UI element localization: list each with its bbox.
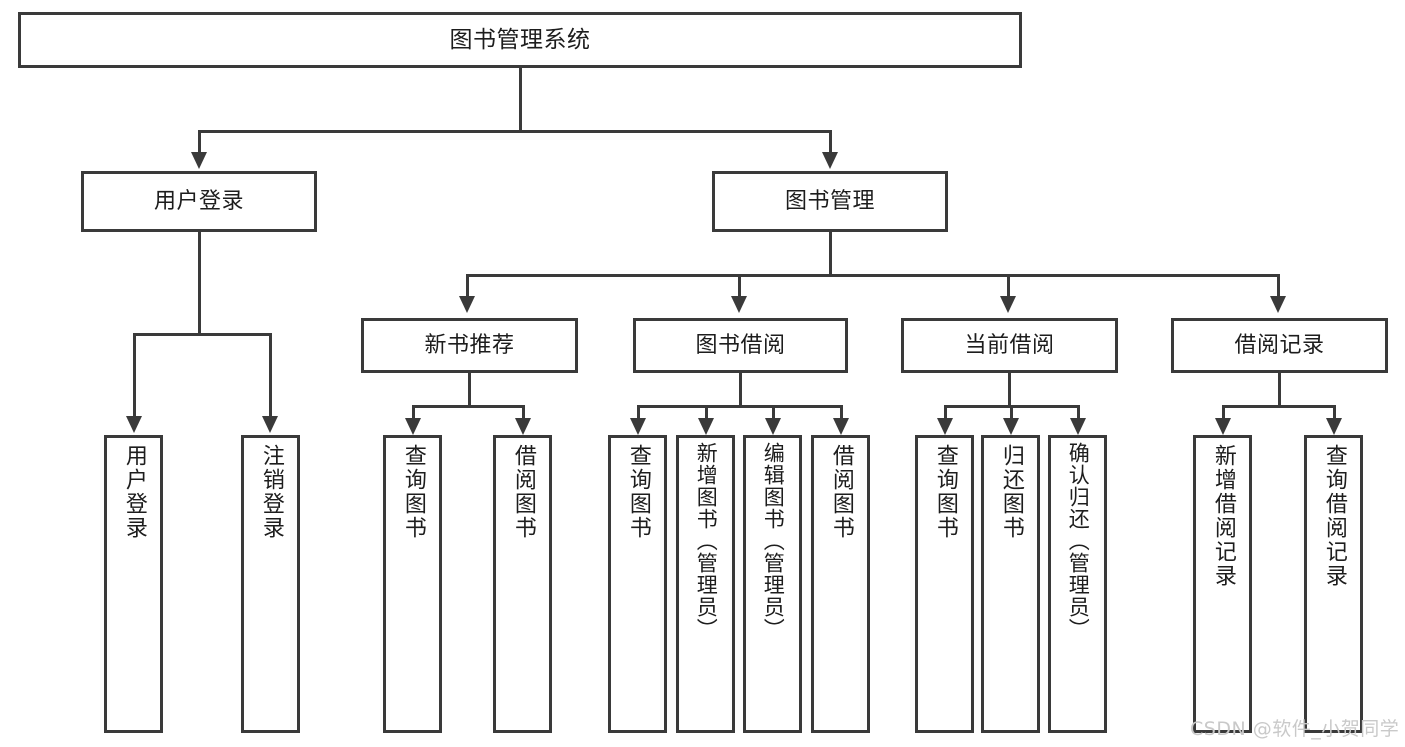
connector-user-login-bus <box>133 333 272 336</box>
arrowhead-leaf-confirm-return <box>1070 418 1086 435</box>
connector-user-login-leaf1 <box>133 333 136 416</box>
connector-borrow-record-bus <box>1222 405 1336 408</box>
leaf-confirm-return-admin[interactable]: 确认归还（管理员） <box>1048 435 1107 733</box>
leaf-return-book[interactable]: 归还图书 <box>981 435 1040 733</box>
connector-borrow-record-leaf1 <box>1222 405 1225 418</box>
connector-root-stem <box>519 68 522 130</box>
connector-current-borrow-stem <box>1008 373 1011 405</box>
leaf-borrow-book-recommend[interactable]: 借阅图书 <box>493 435 552 733</box>
connector-new-book-leaf1 <box>412 405 415 418</box>
arrowhead-leaf-add-record <box>1215 418 1231 435</box>
leaf-query-book-current[interactable]: 查询图书 <box>915 435 974 733</box>
node-label: 新增图书（管理员） <box>694 442 719 640</box>
arrowhead-book-manage <box>822 152 838 169</box>
node-label: 注销登录 <box>258 444 284 540</box>
arrowhead-current-borrow <box>1000 296 1016 313</box>
leaf-edit-book-admin[interactable]: 编辑图书（管理员） <box>743 435 802 733</box>
connector-new-book-bus <box>412 405 525 408</box>
connector-root-to-book-manage <box>829 130 832 152</box>
connector-current-borrow-leaf3 <box>1077 405 1080 418</box>
node-label: 图书管理 <box>784 188 875 214</box>
node-label: 确认归还（管理员） <box>1066 442 1091 640</box>
arrowhead-leaf-user-login <box>126 416 142 433</box>
arrowhead-leaf-add-book <box>698 418 714 435</box>
node-label: 图书借阅 <box>695 332 786 358</box>
connector-book-borrow-leaf3 <box>772 405 775 418</box>
arrowhead-new-book-recommend <box>459 296 475 313</box>
arrowhead-leaf-borrow-book-2 <box>833 418 849 435</box>
node-label: 借阅记录 <box>1234 332 1325 358</box>
connector-book-manage-bus <box>466 274 1280 277</box>
connector-user-login-leaf2 <box>269 333 272 416</box>
node-new-book-recommend[interactable]: 新书推荐 <box>361 318 578 373</box>
leaf-query-book-borrow[interactable]: 查询图书 <box>608 435 667 733</box>
node-borrow-record[interactable]: 借阅记录 <box>1171 318 1388 373</box>
leaf-add-borrow-record[interactable]: 新增借阅记录 <box>1193 435 1252 733</box>
node-user-login[interactable]: 用户登录 <box>81 171 317 232</box>
connector-to-book-borrow <box>738 274 741 296</box>
node-root-book-management-system[interactable]: 图书管理系统 <box>18 12 1022 68</box>
connector-to-current-borrow <box>1007 274 1010 296</box>
arrowhead-book-borrow <box>731 296 747 313</box>
node-label: 图书管理系统 <box>449 26 591 53</box>
arrowhead-borrow-record <box>1270 296 1286 313</box>
connector-book-borrow-leaf2 <box>705 405 708 418</box>
node-label: 用户登录 <box>121 444 147 540</box>
leaf-query-book-recommend[interactable]: 查询图书 <box>383 435 442 733</box>
arrowhead-leaf-query-book-1 <box>405 418 421 435</box>
node-label: 新增借阅记录 <box>1210 444 1236 588</box>
arrowhead-leaf-query-record <box>1326 418 1342 435</box>
node-label: 编辑图书（管理员） <box>761 442 786 640</box>
connector-new-book-leaf2 <box>522 405 525 418</box>
connector-new-book-stem <box>468 373 471 405</box>
arrowhead-leaf-query-book-3 <box>937 418 953 435</box>
connector-current-borrow-leaf2 <box>1010 405 1013 418</box>
node-current-borrow[interactable]: 当前借阅 <box>901 318 1118 373</box>
node-book-management[interactable]: 图书管理 <box>712 171 948 232</box>
connector-user-login-stem <box>198 232 201 333</box>
node-book-borrow[interactable]: 图书借阅 <box>633 318 848 373</box>
arrowhead-leaf-query-book-2 <box>630 418 646 435</box>
node-label: 查询借阅记录 <box>1321 444 1347 588</box>
watermark-text: CSDN @软件_小贺同学 <box>1190 718 1400 740</box>
arrowhead-leaf-edit-book <box>765 418 781 435</box>
arrowhead-leaf-logout <box>262 416 278 433</box>
connector-root-bus <box>198 130 832 133</box>
connector-book-borrow-stem <box>739 373 742 405</box>
node-label: 查询图书 <box>932 444 958 540</box>
arrowhead-leaf-return-book <box>1003 418 1019 435</box>
leaf-query-borrow-record[interactable]: 查询借阅记录 <box>1304 435 1363 733</box>
connector-book-borrow-leaf4 <box>840 405 843 418</box>
connector-borrow-record-leaf2 <box>1333 405 1336 418</box>
arrowhead-leaf-borrow-book-1 <box>515 418 531 435</box>
leaf-user-login[interactable]: 用户登录 <box>104 435 163 733</box>
arrowhead-user-login <box>191 152 207 169</box>
connector-current-borrow-leaf1 <box>944 405 947 418</box>
connector-borrow-record-stem <box>1278 373 1281 405</box>
connector-to-new-book <box>466 274 469 296</box>
leaf-logout[interactable]: 注销登录 <box>241 435 300 733</box>
connector-book-borrow-leaf1 <box>637 405 640 418</box>
connector-to-borrow-record <box>1277 274 1280 296</box>
node-label: 归还图书 <box>998 444 1024 540</box>
node-label: 新书推荐 <box>424 332 515 358</box>
connector-root-to-user-login <box>198 130 201 152</box>
node-label: 当前借阅 <box>964 332 1055 358</box>
connector-book-manage-stem <box>829 232 832 274</box>
connector-book-borrow-bus <box>637 405 843 408</box>
node-label: 借阅图书 <box>510 444 536 540</box>
node-label: 查询图书 <box>400 444 426 540</box>
leaf-borrow-book[interactable]: 借阅图书 <box>811 435 870 733</box>
leaf-add-book-admin[interactable]: 新增图书（管理员） <box>676 435 735 733</box>
node-label: 用户登录 <box>153 188 244 214</box>
node-label: 借阅图书 <box>828 444 854 540</box>
node-label: 查询图书 <box>625 444 651 540</box>
